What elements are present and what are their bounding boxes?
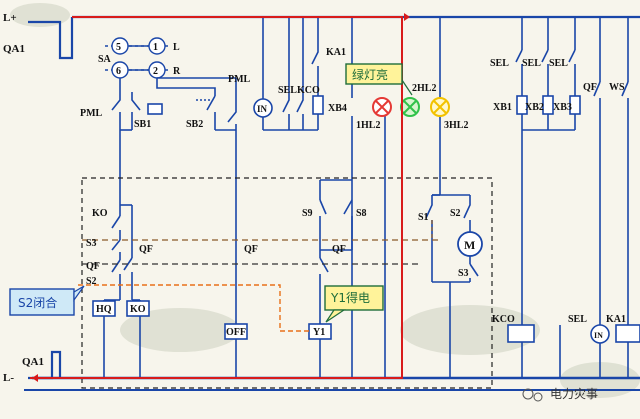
qf-a-label: QF [139,244,153,255]
xb2-label: XB2 [525,102,544,113]
in-bottom-label: IN [594,331,603,340]
rail-bottom-label: L- [3,372,14,384]
sa-position-r: R [173,66,181,77]
component-labels: PML PML SB1 SB2 SEL KCO KA1 XB4 1HL2 2HL… [80,47,626,340]
callout-s2-closed-text: S2闭合 [18,295,57,310]
callout-y1-energized-text: Y1得电 [330,290,370,305]
s2-to-y1-path [78,284,309,332]
2hl2-label: 2HL2 [412,83,436,94]
s9-label: S9 [302,208,313,219]
ka1-bottom-label: KA1 [606,314,626,325]
callout-green-light-text: 绿灯亮 [352,67,388,82]
in-lamp-label: IN [257,104,268,114]
selector-switch-sa [105,37,170,79]
sel-r1-label: SEL [490,58,509,69]
qf-b-label: QF [86,261,100,272]
ko-contact-label: KO [92,208,108,219]
callout-y1-energized: Y1得电 [324,285,384,323]
ws-label: WS [609,82,625,93]
s2-left-label: S2 [86,276,97,287]
lamp-2hl2 [400,97,420,117]
sa-label: SA [98,54,112,65]
sa-position-l: L [173,42,180,53]
qa1-bottom-label: QA1 [22,356,44,368]
s3-right-label: S3 [458,268,469,279]
sa-contact-5: 5 [116,42,121,53]
sb2-label: SB2 [186,119,203,130]
sa-contact-6: 6 [116,66,121,77]
in-lamp-icon [253,98,273,118]
motor-label: M [464,238,475,252]
xb1-label: XB1 [493,102,512,113]
breaker-enclosure [81,177,493,389]
sa-contact-1: 1 [153,42,158,53]
s8-label: S8 [356,208,367,219]
y1-coil-label: Y1 [313,327,325,338]
qa1-top-breaker [28,17,74,60]
s2-right-label: S2 [450,208,461,219]
pml-left-label: PML [80,108,103,119]
s1-label: S1 [418,212,429,223]
sel-r2-label: SEL [522,58,541,69]
qf-c-label: QF [244,244,258,255]
sb1-label: SB1 [134,119,151,130]
sa-contact-2: 2 [153,66,158,77]
coils-left [92,300,332,340]
watermark: 电力灾事 [522,386,598,402]
rail-top-label: L+ [3,12,17,24]
pml-right-label: PML [228,74,251,85]
qa1-top-label: QA1 [3,43,25,55]
sel-label: SEL [278,85,297,96]
3hl2-label: 3HL2 [444,120,468,131]
ko-coil-label: KO [130,304,146,315]
ka1-label: KA1 [326,47,346,58]
watermark-text: 电力灾事 [550,386,598,401]
xb4-label: XB4 [328,103,347,114]
lamp-3hl2 [430,97,450,117]
hq-coil-label: HQ [96,304,112,315]
callout-green-light: 绿灯亮 [345,63,413,96]
energized-path [30,13,410,382]
kco-label: KCO [297,85,320,96]
qf-d-label: QF [332,244,346,255]
sel-r3-label: SEL [549,58,568,69]
kco-r-label: KCO [492,314,515,325]
off-coil-label: OFF [226,327,246,338]
1hl2-label: 1HL2 [356,120,380,131]
lamp-1hl2 [372,97,392,117]
qf-r-label: QF [583,82,597,93]
s3-label: S3 [86,238,97,249]
xb3-label: XB3 [553,102,572,113]
sel-bottom-label: SEL [568,314,587,325]
motor-icon [457,231,483,257]
callout-s2-closed: S2闭合 [9,285,85,316]
